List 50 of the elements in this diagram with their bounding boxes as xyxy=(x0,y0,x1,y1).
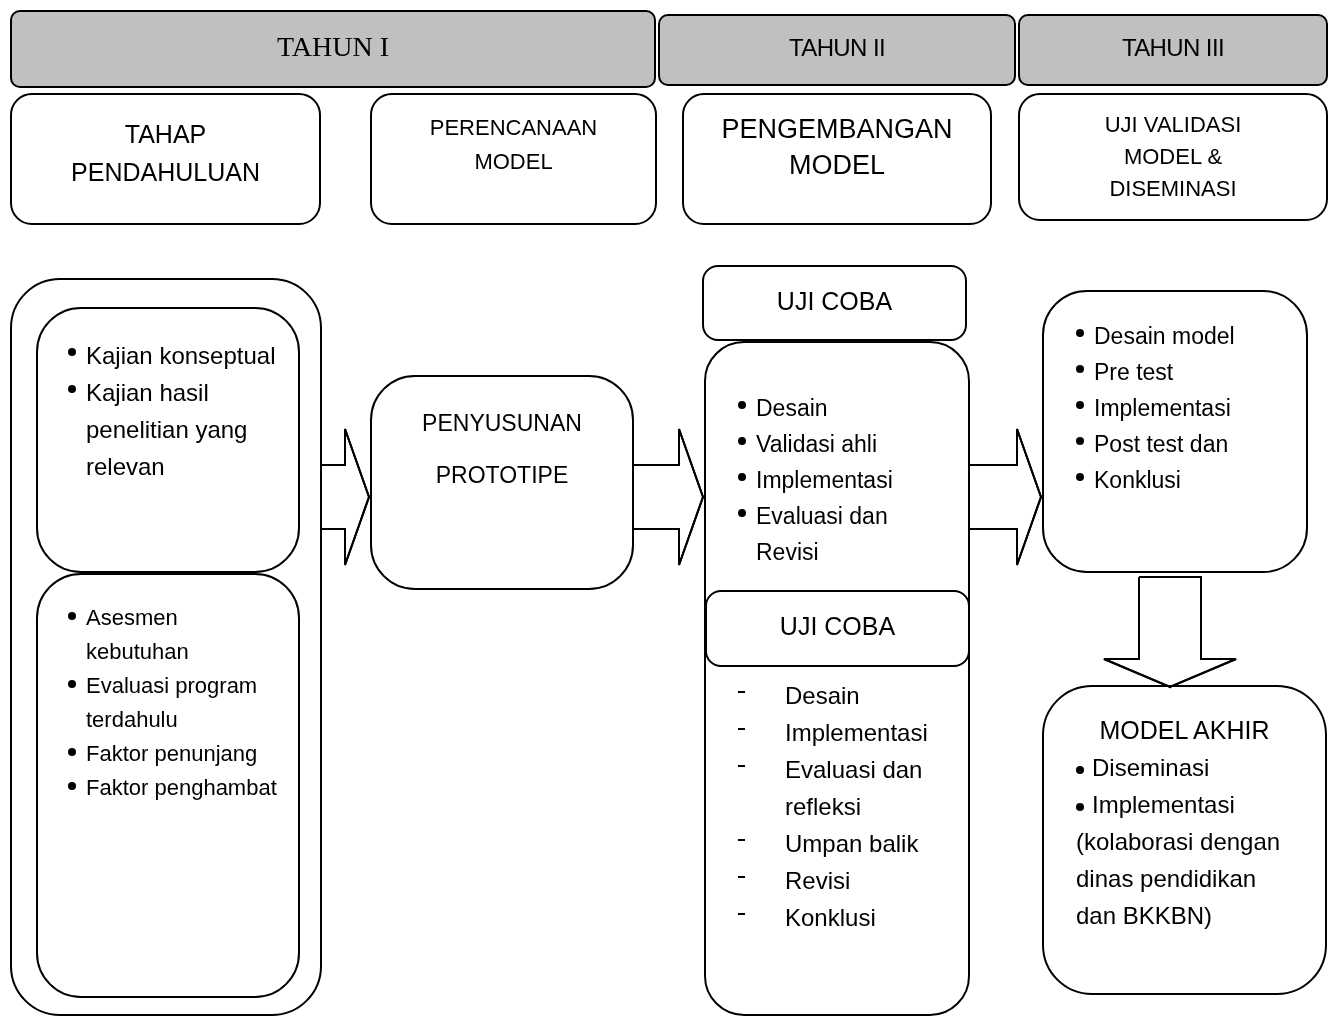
list-item: Implementasi xyxy=(1094,394,1231,423)
rounded-panel xyxy=(10,278,322,1016)
list-item: Faktor penghambat xyxy=(86,774,277,802)
list-item: Evaluasi dan Revisi xyxy=(756,502,889,567)
list-item: Asesmen kebutuhan xyxy=(86,604,190,666)
phase-label: PENGEMBANGAN MODEL xyxy=(720,113,954,182)
rounded-box xyxy=(1018,93,1328,221)
rounded-box xyxy=(1042,290,1308,573)
rounded-box xyxy=(370,93,657,225)
list-item: Implementasi xyxy=(785,718,928,748)
rounded-box xyxy=(682,93,992,225)
step-heading: UJI COBA xyxy=(776,286,893,317)
list-item: Revisi xyxy=(785,866,851,896)
rounded-box xyxy=(36,307,300,573)
header-bar xyxy=(1018,14,1328,86)
process-label: PENYUSUNAN PROTOTIPE xyxy=(421,409,583,490)
list-item: Pre test xyxy=(1094,358,1174,387)
list-item: Desain model xyxy=(1094,322,1235,351)
rounded-box xyxy=(36,573,300,998)
rounded-box xyxy=(370,375,634,590)
header-label: TAHUN I xyxy=(276,30,390,64)
rounded-box xyxy=(1042,685,1327,995)
header-label: TAHUN III xyxy=(1121,33,1225,63)
phase-label: TAHAP PENDAHULUAN xyxy=(70,119,261,188)
phase-label: PERENCANAAN MODEL xyxy=(429,114,598,176)
list-item: Post test dan xyxy=(1094,430,1229,459)
rounded-box xyxy=(10,93,321,225)
list-item: Evaluasi dan refleksi xyxy=(785,755,924,822)
rounded-box xyxy=(705,590,970,667)
rounded-box xyxy=(704,341,970,1016)
header-bar xyxy=(10,10,656,88)
header-label: TAHUN II xyxy=(788,33,886,63)
list-item: Kajian hasil penelitian yang relevan xyxy=(86,378,249,482)
box-heading: MODEL AKHIR xyxy=(1098,715,1271,746)
list-item: Faktor penunjang xyxy=(86,740,258,768)
list-item: Desain xyxy=(785,681,860,711)
list-item: Evaluasi program terdahulu xyxy=(86,672,259,734)
list-item: Desain xyxy=(756,394,828,423)
step-heading: UJI COBA xyxy=(779,611,896,642)
header-bar xyxy=(658,14,1016,86)
list-item: Implementasi (kolaborasi dengan dinas pendidikan dan BKKBN) xyxy=(1076,790,1282,931)
list-item: Diseminasi xyxy=(1076,749,1293,786)
list-item: Validasi ahli xyxy=(756,430,878,459)
phase-label: UJI VALIDASI MODEL & DISEMINASI xyxy=(1103,111,1243,203)
list-item: Implementasi xyxy=(756,466,893,495)
list-item: Konklusi xyxy=(1094,466,1181,495)
list-item: Konklusi xyxy=(785,903,876,933)
list-item: Umpan balik xyxy=(785,829,919,859)
rounded-box xyxy=(702,265,967,341)
list-item: Kajian konseptual xyxy=(86,341,276,371)
